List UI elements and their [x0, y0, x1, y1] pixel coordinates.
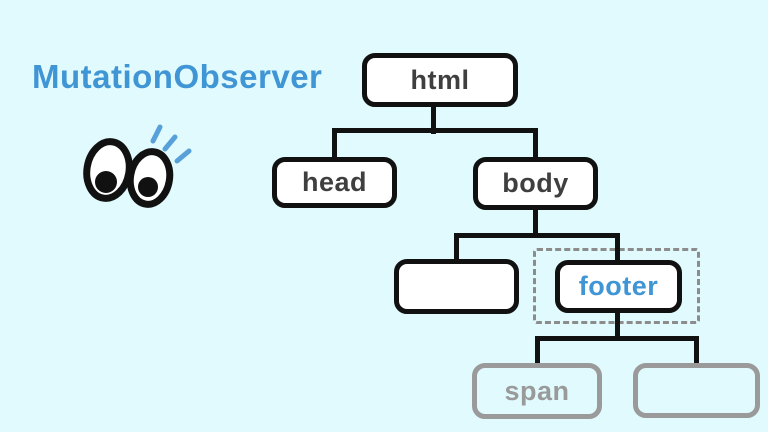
edge-footer-unnamed	[694, 336, 699, 367]
edge-body-children	[454, 233, 620, 238]
tree-node-footer: footer	[555, 260, 682, 313]
edge-body-unnamed	[454, 233, 459, 263]
edge-body-children	[533, 207, 538, 238]
tree-node-span: span	[472, 363, 602, 419]
tree-node-html: html	[362, 53, 518, 107]
eyes-icon	[78, 116, 196, 210]
page-title: MutationObserver	[32, 58, 323, 95]
tree-node-unnamed-child-of-footer	[633, 363, 760, 418]
edge-footer-children	[615, 310, 620, 341]
tree-node-body: body	[473, 157, 598, 210]
tree-node-head: head	[272, 157, 397, 208]
edge-html-head	[332, 128, 337, 160]
edge-footer-children	[535, 336, 699, 341]
tree-node-unnamed-child-of-body	[394, 259, 519, 314]
edge-footer-span	[535, 336, 540, 367]
edge-html-body	[533, 128, 538, 160]
edge-html-children	[431, 104, 436, 134]
edge-body-footer	[615, 233, 620, 264]
edge-html-children	[332, 128, 538, 133]
